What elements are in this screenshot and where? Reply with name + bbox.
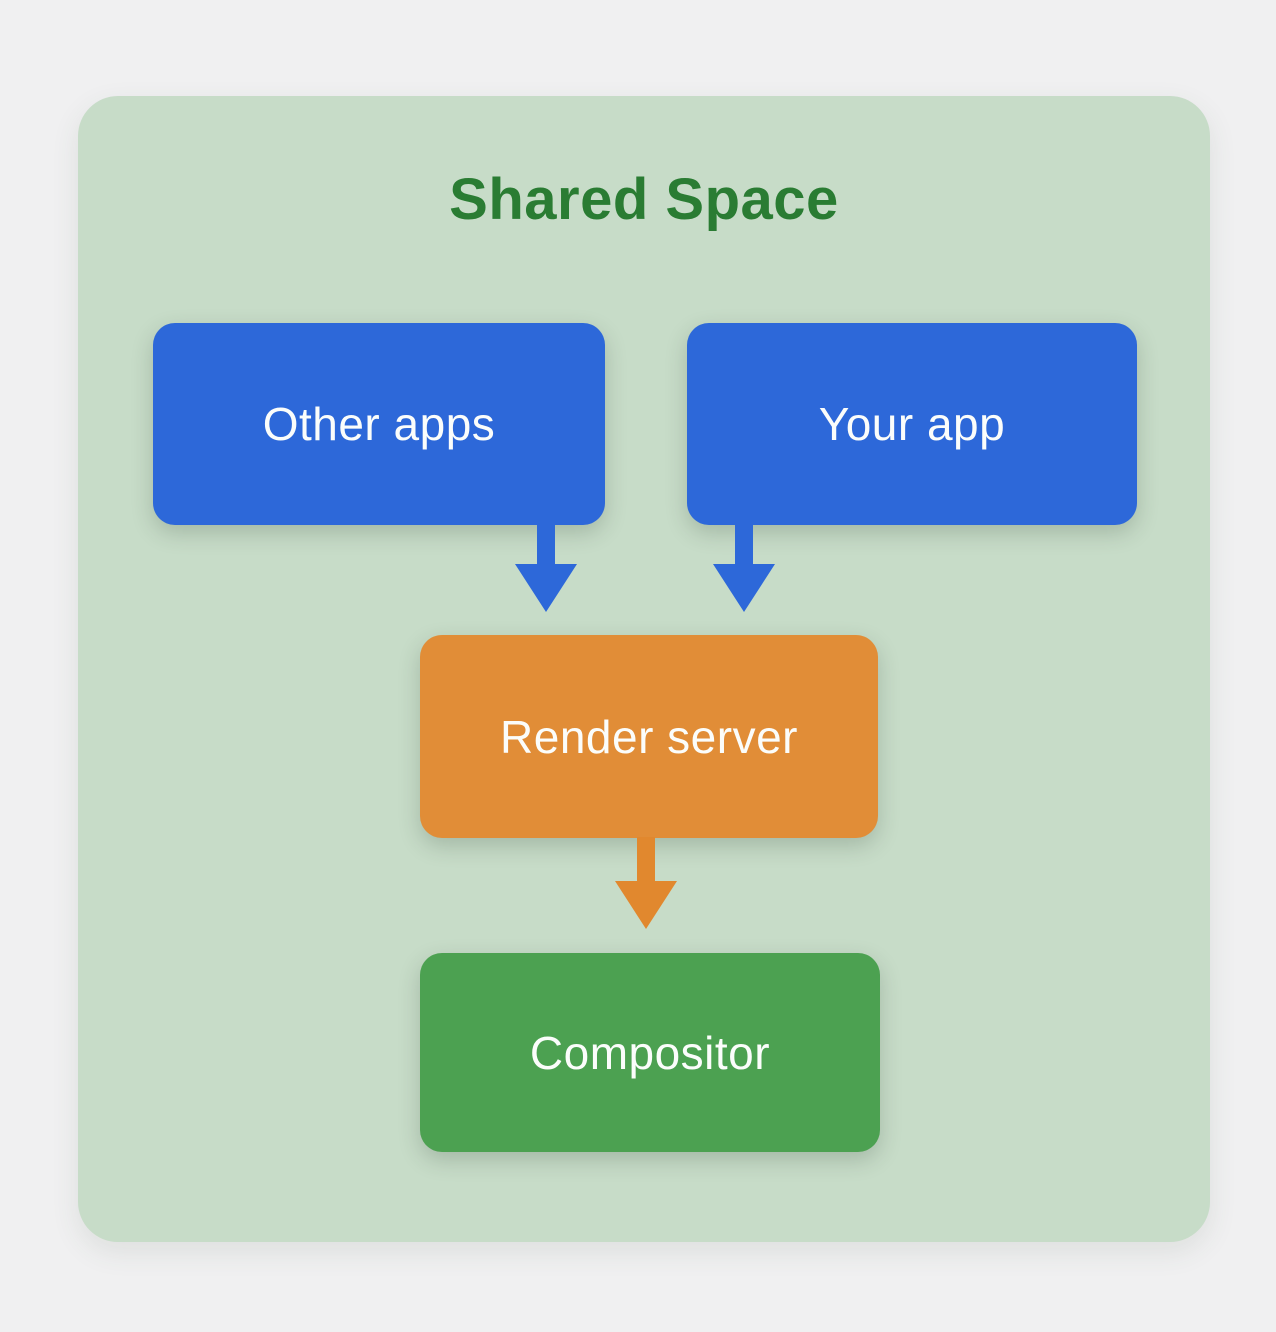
node-render-server: Render server xyxy=(420,635,878,838)
node-other-apps: Other apps xyxy=(153,323,605,525)
shared-space-container: Shared Space Other apps Your app Render … xyxy=(78,96,1210,1242)
diagram-title: Shared Space xyxy=(449,167,839,232)
node-compositor-label: Compositor xyxy=(529,1026,771,1079)
arrow-other-apps-to-render-server-shape xyxy=(515,524,577,612)
arrow-other-apps-to-render-server xyxy=(515,524,577,612)
node-your-app-label: Your app xyxy=(818,398,1006,450)
node-compositor: Compositor xyxy=(420,953,880,1152)
arrow-render-server-to-compositor-shape xyxy=(615,837,677,929)
node-render-server-label: Render server xyxy=(500,710,798,763)
arrow-your-app-to-render-server xyxy=(713,524,775,612)
arrow-render-server-to-compositor xyxy=(615,837,677,929)
node-other-apps-label: Other apps xyxy=(262,398,496,450)
node-your-app: Your app xyxy=(687,323,1137,525)
arrow-your-app-to-render-server-shape xyxy=(713,524,775,612)
